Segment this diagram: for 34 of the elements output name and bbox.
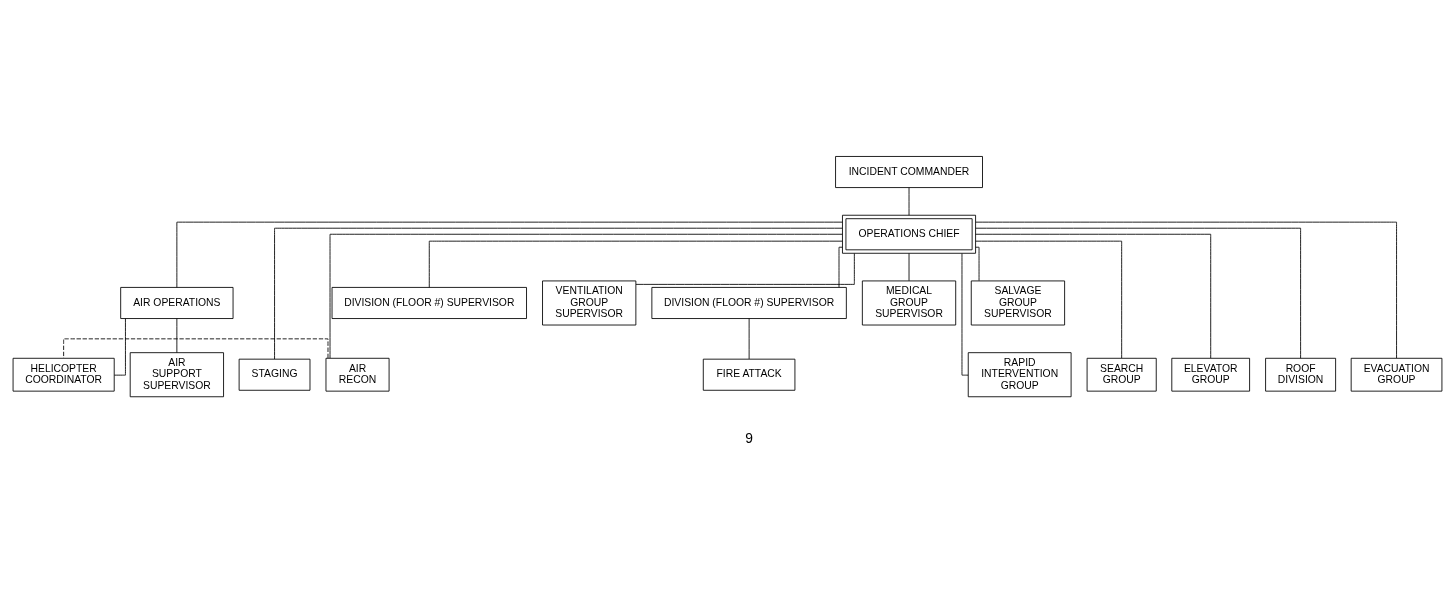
connector	[176, 221, 843, 288]
node-box: ELEVATOR GROUP	[1171, 357, 1251, 392]
connector	[975, 233, 1212, 358]
connector	[975, 240, 1123, 358]
node-box: STAGING	[238, 358, 311, 391]
node-box: SALVAGE GROUP SUPERVISOR	[970, 280, 1066, 325]
node-box: RAPID INTERVENTION GROUP	[967, 351, 1072, 397]
node-box: HELICOPTER COORDINATOR	[12, 357, 115, 392]
node-box: DIVISION (FLOOR #) SUPERVISOR	[331, 286, 527, 319]
connector	[635, 252, 855, 285]
connector	[908, 252, 910, 281]
node-box: DIVISION (FLOOR #) SUPERVISOR	[651, 286, 847, 319]
connector	[63, 337, 329, 358]
node-box: VENTILATION GROUP SUPERVISOR	[542, 280, 637, 325]
connector	[838, 246, 843, 288]
node-box: ROOF DIVISION	[1265, 357, 1337, 392]
node-box: AIR OPERATIONS	[120, 286, 234, 319]
node-box: EVACUATION GROUP	[1350, 357, 1443, 392]
connector	[908, 186, 910, 216]
node-box: FIRE ATTACK	[702, 358, 796, 391]
node-box: SEARCH GROUP	[1086, 357, 1157, 392]
connector	[176, 317, 178, 353]
connector	[975, 246, 980, 281]
connector	[975, 221, 1397, 359]
node-box: AIR RECON	[325, 357, 390, 392]
label: 9	[745, 429, 753, 446]
node-box: MEDICAL GROUP SUPERVISOR	[861, 280, 957, 325]
connector	[748, 317, 750, 359]
node-box: AIR SUPPORT SUPERVISOR	[129, 351, 224, 397]
node-box: INCIDENT COMMANDER	[835, 155, 983, 188]
connector	[113, 317, 126, 376]
connector	[961, 252, 969, 376]
connector	[975, 227, 1302, 359]
connector	[428, 240, 843, 288]
